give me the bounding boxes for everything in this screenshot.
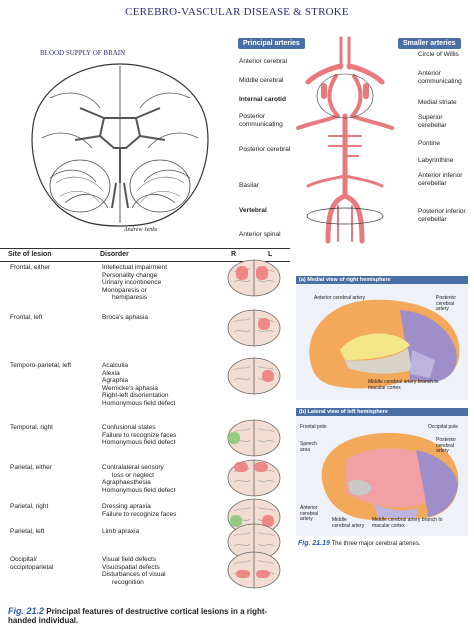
panel-lateral-view: (b) Lateral view of left hemisphere Fron… bbox=[296, 408, 468, 536]
col-left: L bbox=[268, 251, 273, 258]
lesion-disorder: Urinary incontinence bbox=[102, 279, 162, 286]
lesion-site: Frontal, left bbox=[10, 314, 43, 321]
lateral-hemisphere-drawing bbox=[321, 432, 459, 520]
lesion-disorder: Contralateral sensory bbox=[102, 464, 164, 471]
lesion-site: Temporo-parietal, left bbox=[10, 362, 72, 369]
lesion-disorder: Visuospatial defects bbox=[102, 563, 160, 571]
lesion-disorder: Failure to recognize faces bbox=[102, 510, 177, 518]
arteries-diagram bbox=[296, 36, 394, 244]
brain-topview-lesion bbox=[227, 357, 281, 395]
label-middle-cerebral-macular-b: Middle cerebral artery branch to macular… bbox=[372, 517, 443, 529]
principal-artery-label: Middle cerebral bbox=[239, 77, 284, 84]
lesion-disorder: Homonymous field defect bbox=[102, 486, 176, 494]
lesion-disorder: Personality change bbox=[102, 271, 158, 279]
fig-21-2-caption: Fig. 21.2 Principal features of destruct… bbox=[8, 606, 288, 626]
medial-hemisphere-drawing bbox=[309, 299, 460, 389]
lesion-disorder: hemiparesis bbox=[112, 294, 148, 301]
lesion-site: Frontal, either bbox=[10, 264, 51, 271]
smaller-artery-label: Posterior inferior cerebellar bbox=[418, 208, 466, 223]
principal-arteries-header: Principal arteries bbox=[238, 38, 305, 49]
smaller-artery-label: Circle of Willis bbox=[418, 51, 459, 58]
brain-topview-lesion bbox=[227, 259, 281, 297]
label-posterior-cerebral-b: Posterior cerebral artery bbox=[436, 437, 457, 454]
label-anterior-cerebral-b: Anterior cerebral artery bbox=[300, 505, 319, 522]
brain-base-illustration bbox=[31, 63, 209, 227]
lesion-site: Parietal, left bbox=[10, 528, 45, 535]
lesion-disorder: recognition bbox=[112, 578, 144, 586]
illustration-author: Andrew Jenks bbox=[124, 227, 158, 233]
lesion-disorder: Intellectual impairment bbox=[102, 264, 168, 271]
lesion-disorder: Agraphaesthesia bbox=[102, 479, 151, 486]
smaller-artery-label: Pontine bbox=[418, 140, 441, 147]
lesion-disorder: Failure to recognize faces bbox=[102, 431, 177, 439]
col-site: Site of lesion bbox=[8, 251, 52, 258]
smaller-artery-label: Anterior inferior cerebellar bbox=[418, 172, 463, 187]
lesion-table-header: Site of lesion Disorder R L bbox=[0, 248, 290, 262]
lesion-site: Occipital/ occipitoparietal bbox=[10, 556, 54, 571]
smaller-arteries-header: Smaller arteries bbox=[398, 38, 461, 49]
principal-artery-label: Anterior spinal bbox=[239, 231, 281, 238]
lesion-disorder: Alexia bbox=[102, 369, 120, 377]
smaller-artery-label: Medial striate bbox=[418, 99, 457, 106]
principal-artery-label: Posterior communicating bbox=[239, 113, 283, 128]
smaller-artery-label: Labyrinthine bbox=[418, 157, 454, 164]
principal-artery-label: Basilar bbox=[239, 182, 259, 189]
brain-topview-lesion bbox=[227, 459, 281, 497]
brain-topview-lesion bbox=[227, 419, 281, 457]
principal-artery-label: Posterior cerebral bbox=[239, 146, 291, 153]
principal-artery-label: Anterior cerebral bbox=[239, 58, 288, 65]
label-frontal-pole: Frontal pole bbox=[300, 424, 327, 430]
label-anterior-cerebral-a: Anterior cerebral artery bbox=[314, 295, 366, 301]
principal-artery-label: Internal carotid bbox=[239, 96, 286, 103]
label-occipital-pole: Occipital pole bbox=[428, 424, 459, 430]
label-speech-area: Speech area bbox=[300, 441, 317, 453]
lesion-disorder: Dressing apraxia bbox=[102, 503, 151, 510]
page-title: CEREBRO-VASCULAR DISEASE & STROKE bbox=[125, 6, 349, 18]
lesion-disorder: Visual field defects bbox=[102, 556, 157, 563]
lesion-site: Temporal, right bbox=[10, 424, 53, 431]
lesion-disorder: Disturbances of visual bbox=[102, 571, 166, 578]
col-disorder: Disorder bbox=[100, 251, 129, 258]
lesion-site: Parietal, either bbox=[10, 464, 52, 471]
label-middle-cerebral-macular-a: Middle cerebral artery branch to macular… bbox=[368, 379, 439, 391]
fig-21-19-ref: Fig. 21.19 bbox=[298, 540, 330, 547]
col-right: R bbox=[231, 251, 237, 258]
brain-topview-lesion bbox=[227, 551, 281, 589]
brain-illustration-label: BLOOD SUPPLY OF BRAIN bbox=[40, 49, 126, 57]
lesion-disorder: Acalculia bbox=[102, 362, 129, 369]
lesion-disorder: Wernicke's aphasia bbox=[102, 384, 159, 392]
label-posterior-cerebral-a: Posterior cerebral artery bbox=[436, 295, 457, 312]
lesion-disorder: Agraphia bbox=[102, 377, 129, 384]
lesion-disorder: Broca's aphasia bbox=[102, 314, 149, 321]
lesion-disorder: Confusional states bbox=[102, 424, 156, 431]
fig-21-19-text: The three major cerebral arteries. bbox=[331, 541, 421, 547]
label-middle-cerebral-b: Middle cerebral artery bbox=[332, 517, 365, 529]
lesion-disorder: Homonymous field defect bbox=[102, 439, 176, 446]
lesion-disorder: Homonymous field defect bbox=[102, 399, 176, 407]
lesion-disorder: loss or neglect bbox=[112, 471, 154, 479]
smaller-artery-label: Superior cerebellar bbox=[418, 114, 447, 129]
panel-a-title: (a) Medial view of right hemisphere bbox=[296, 276, 468, 284]
panel-medial-view: (a) Medial view of right hemisphere Ante… bbox=[296, 276, 468, 400]
principal-artery-label: Vertebral bbox=[239, 207, 267, 214]
brain-topview-lesion bbox=[227, 309, 281, 347]
fig-21-2-text: Principal features of destructive cortic… bbox=[8, 607, 268, 625]
fig-21-19-caption: Fig. 21.19 The three major cerebral arte… bbox=[298, 540, 470, 547]
lesion-disorder: Limb apraxia bbox=[102, 528, 140, 535]
lesion-disorder: Right-left disorientation bbox=[102, 392, 169, 399]
lesion-disorder: Monoparesis or bbox=[102, 286, 147, 294]
panel-b-title: (b) Lateral view of left hemisphere bbox=[296, 408, 468, 416]
lesion-site: Parietal, right bbox=[10, 503, 49, 510]
smaller-artery-label: Anterior communicating bbox=[418, 70, 462, 85]
fig-21-2-ref: Fig. 21.2 bbox=[8, 606, 45, 616]
